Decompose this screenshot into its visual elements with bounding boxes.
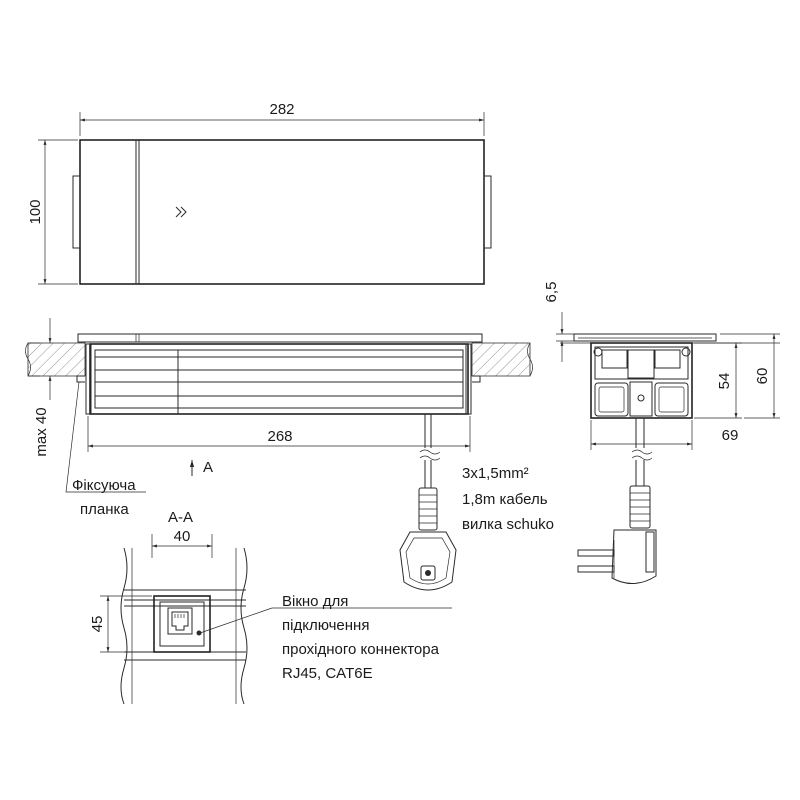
view-arrow-a: A bbox=[189, 459, 213, 476]
dimension-54: 54 bbox=[694, 342, 742, 419]
dimension-100-label: 100 bbox=[27, 199, 44, 224]
dimension-6-5-label: 6,5 bbox=[543, 282, 560, 303]
dimension-69-label: 69 bbox=[722, 427, 739, 444]
dimension-282-label: 282 bbox=[269, 101, 294, 118]
window-note-2: підключення bbox=[282, 617, 369, 634]
left-end-cap bbox=[72, 175, 81, 249]
fixing-strip-label-2: планка bbox=[80, 501, 129, 518]
top-view-body bbox=[79, 139, 485, 285]
dimension-69: 69 bbox=[590, 420, 739, 450]
section-break-right bbox=[240, 547, 248, 705]
section-width-label: 40 bbox=[174, 528, 191, 545]
dimension-6-5: 6,5 bbox=[543, 282, 574, 362]
rj45-window bbox=[153, 595, 211, 653]
window-note-4: RJ45, CAT6E bbox=[282, 665, 373, 682]
cable-note-1: 3x1,5mm² bbox=[462, 465, 529, 482]
section-a-a: A-A 40 45 bbox=[89, 509, 452, 705]
section-label: A-A bbox=[168, 509, 193, 526]
right-end-cap bbox=[483, 175, 492, 249]
dimension-60-label: 60 bbox=[754, 368, 771, 385]
view-arrow-label: A bbox=[203, 459, 213, 476]
cable-note-3: вилка schuko bbox=[462, 516, 554, 533]
socket-right bbox=[654, 382, 689, 417]
end-view-body bbox=[590, 342, 693, 419]
rj45-port-icon bbox=[167, 607, 193, 635]
cable-note-2: 1,8m кабель bbox=[462, 491, 548, 508]
cable-with-schuko-plug bbox=[399, 449, 457, 591]
direction-chevrons-icon bbox=[175, 206, 187, 218]
section-break-left bbox=[120, 547, 128, 705]
schuko-plug bbox=[399, 531, 457, 591]
dimension-282: 282 bbox=[79, 101, 485, 136]
dimension-268: 268 bbox=[87, 416, 471, 452]
fixing-strip-right bbox=[472, 375, 481, 383]
window-note-3: прохідного коннектора bbox=[282, 641, 440, 658]
dimension-max40: max 40 bbox=[28, 318, 52, 457]
dimension-max40-label: max 40 bbox=[33, 407, 50, 456]
fixing-strip-left bbox=[76, 375, 85, 383]
fixing-strip-callout: Фіксуюча планка bbox=[65, 381, 146, 518]
dimension-54-label: 54 bbox=[716, 373, 733, 390]
socket-left bbox=[594, 382, 629, 417]
fixing-strip-label-1: Фіксуюча bbox=[72, 477, 136, 494]
top-view bbox=[72, 139, 492, 285]
dimension-100: 100 bbox=[27, 139, 78, 285]
window-note-1: Вікно для bbox=[282, 593, 348, 610]
end-view-lid bbox=[573, 333, 717, 342]
section-height-label: 45 bbox=[89, 616, 106, 633]
end-view bbox=[560, 333, 780, 448]
lid-profile bbox=[77, 333, 483, 343]
box-body bbox=[89, 343, 469, 415]
side-schuko-plug bbox=[577, 449, 657, 584]
cable-notes: 3x1,5mm² 1,8m кабель вилка schuko bbox=[462, 465, 554, 533]
installed-side-view bbox=[25, 333, 533, 448]
dimension-268-label: 268 bbox=[267, 428, 292, 445]
dimension-60: 60 bbox=[720, 333, 780, 419]
rj45-window-notes: Вікно для підключення прохідного коннект… bbox=[282, 593, 440, 682]
